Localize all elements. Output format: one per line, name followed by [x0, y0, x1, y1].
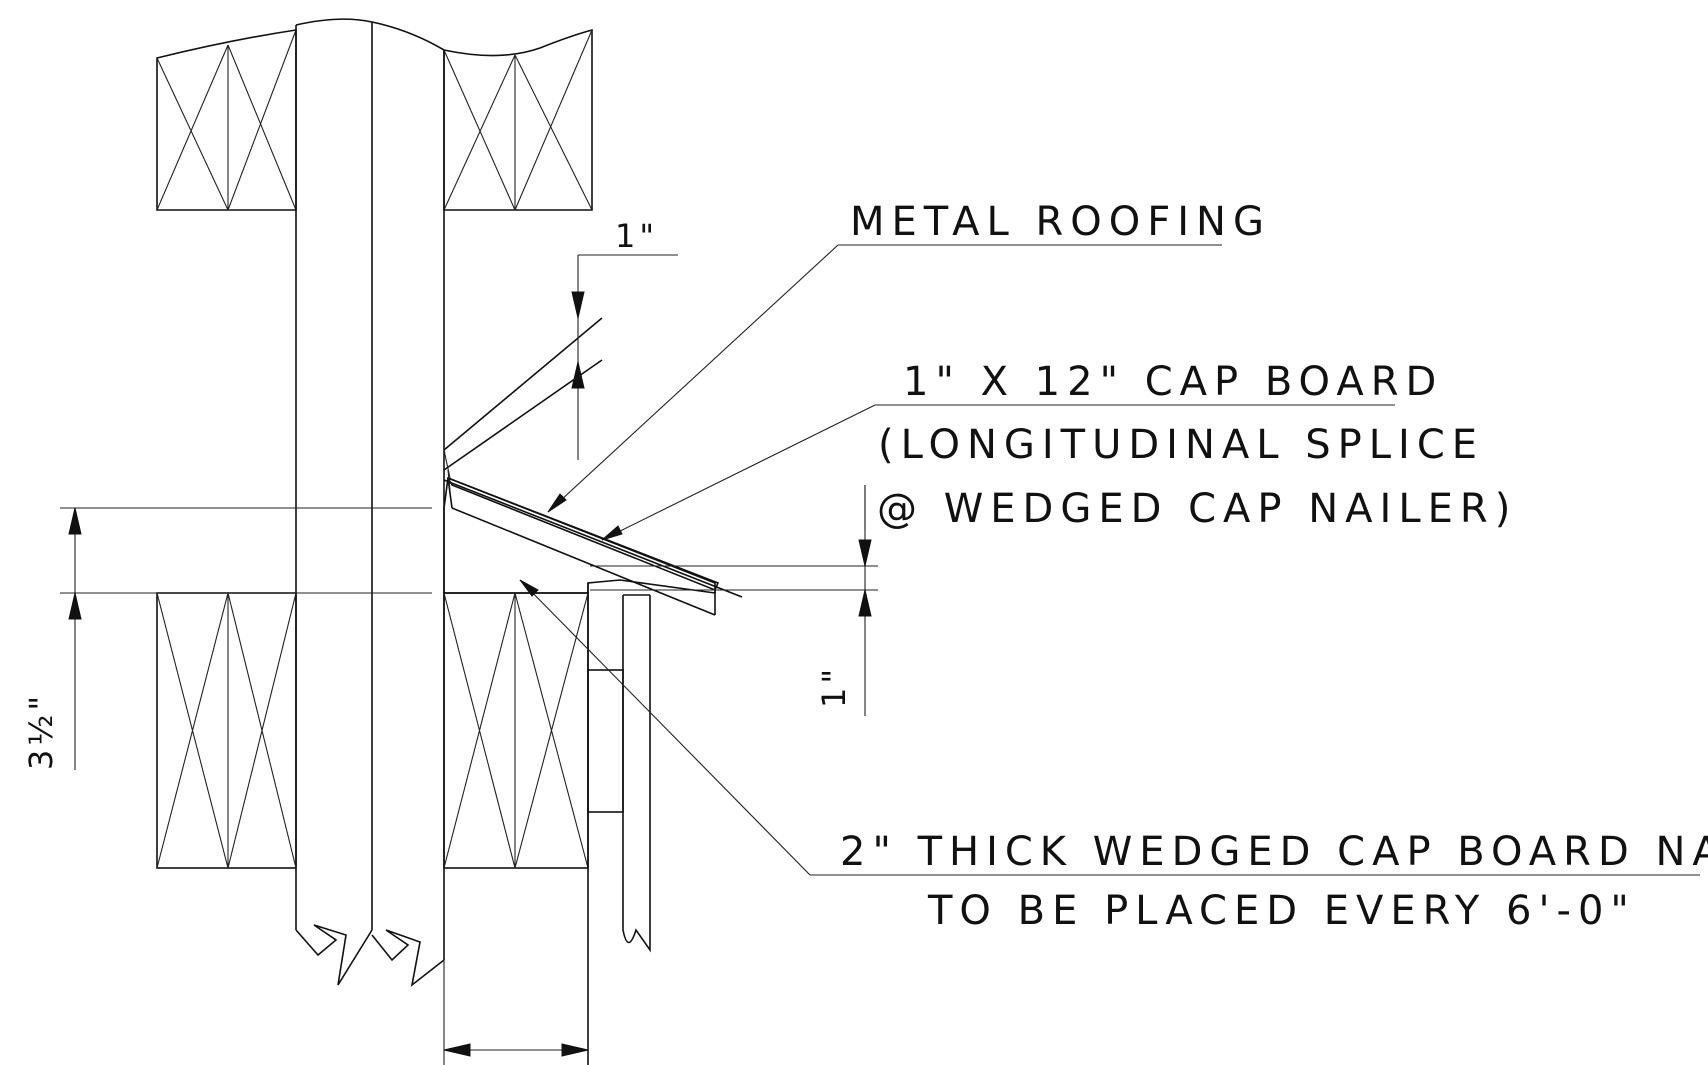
center-post — [295, 18, 445, 987]
label-splice-line2: @ WEDGED CAP NAILER) — [877, 486, 1517, 532]
label-cap-board: 1" X 12" CAP BOARD — [903, 359, 1443, 405]
metal-roofing — [443, 469, 743, 598]
leader-lines — [519, 244, 1700, 876]
dimension-bottom-width — [443, 960, 589, 1065]
dim-text-3-half: 3½" — [22, 692, 60, 770]
label-nailer-line1: 2" THICK WEDGED CAP BOARD NAILER — [840, 829, 1708, 875]
bottom-left-blocking — [156, 592, 297, 869]
dimension-1in-top — [571, 254, 678, 460]
top-left-blocking — [156, 29, 297, 211]
label-nailer-line2: TO BE PLACED EVERY 6'-0" — [927, 888, 1636, 934]
top-right-blocking — [443, 28, 593, 211]
bottom-right-blocking — [443, 592, 589, 869]
dim-text-1in-top: 1" — [615, 217, 658, 255]
dim-text-1in-right: 1" — [815, 665, 853, 708]
label-splice-line1: (LONGITUDINAL SPLICE — [878, 422, 1484, 468]
dimension-1in-right — [590, 485, 878, 716]
fascia-siding — [587, 583, 651, 1065]
dimension-3-half — [60, 507, 432, 770]
label-metal-roofing: METAL ROOFING — [850, 199, 1271, 245]
cap-board — [447, 477, 720, 616]
